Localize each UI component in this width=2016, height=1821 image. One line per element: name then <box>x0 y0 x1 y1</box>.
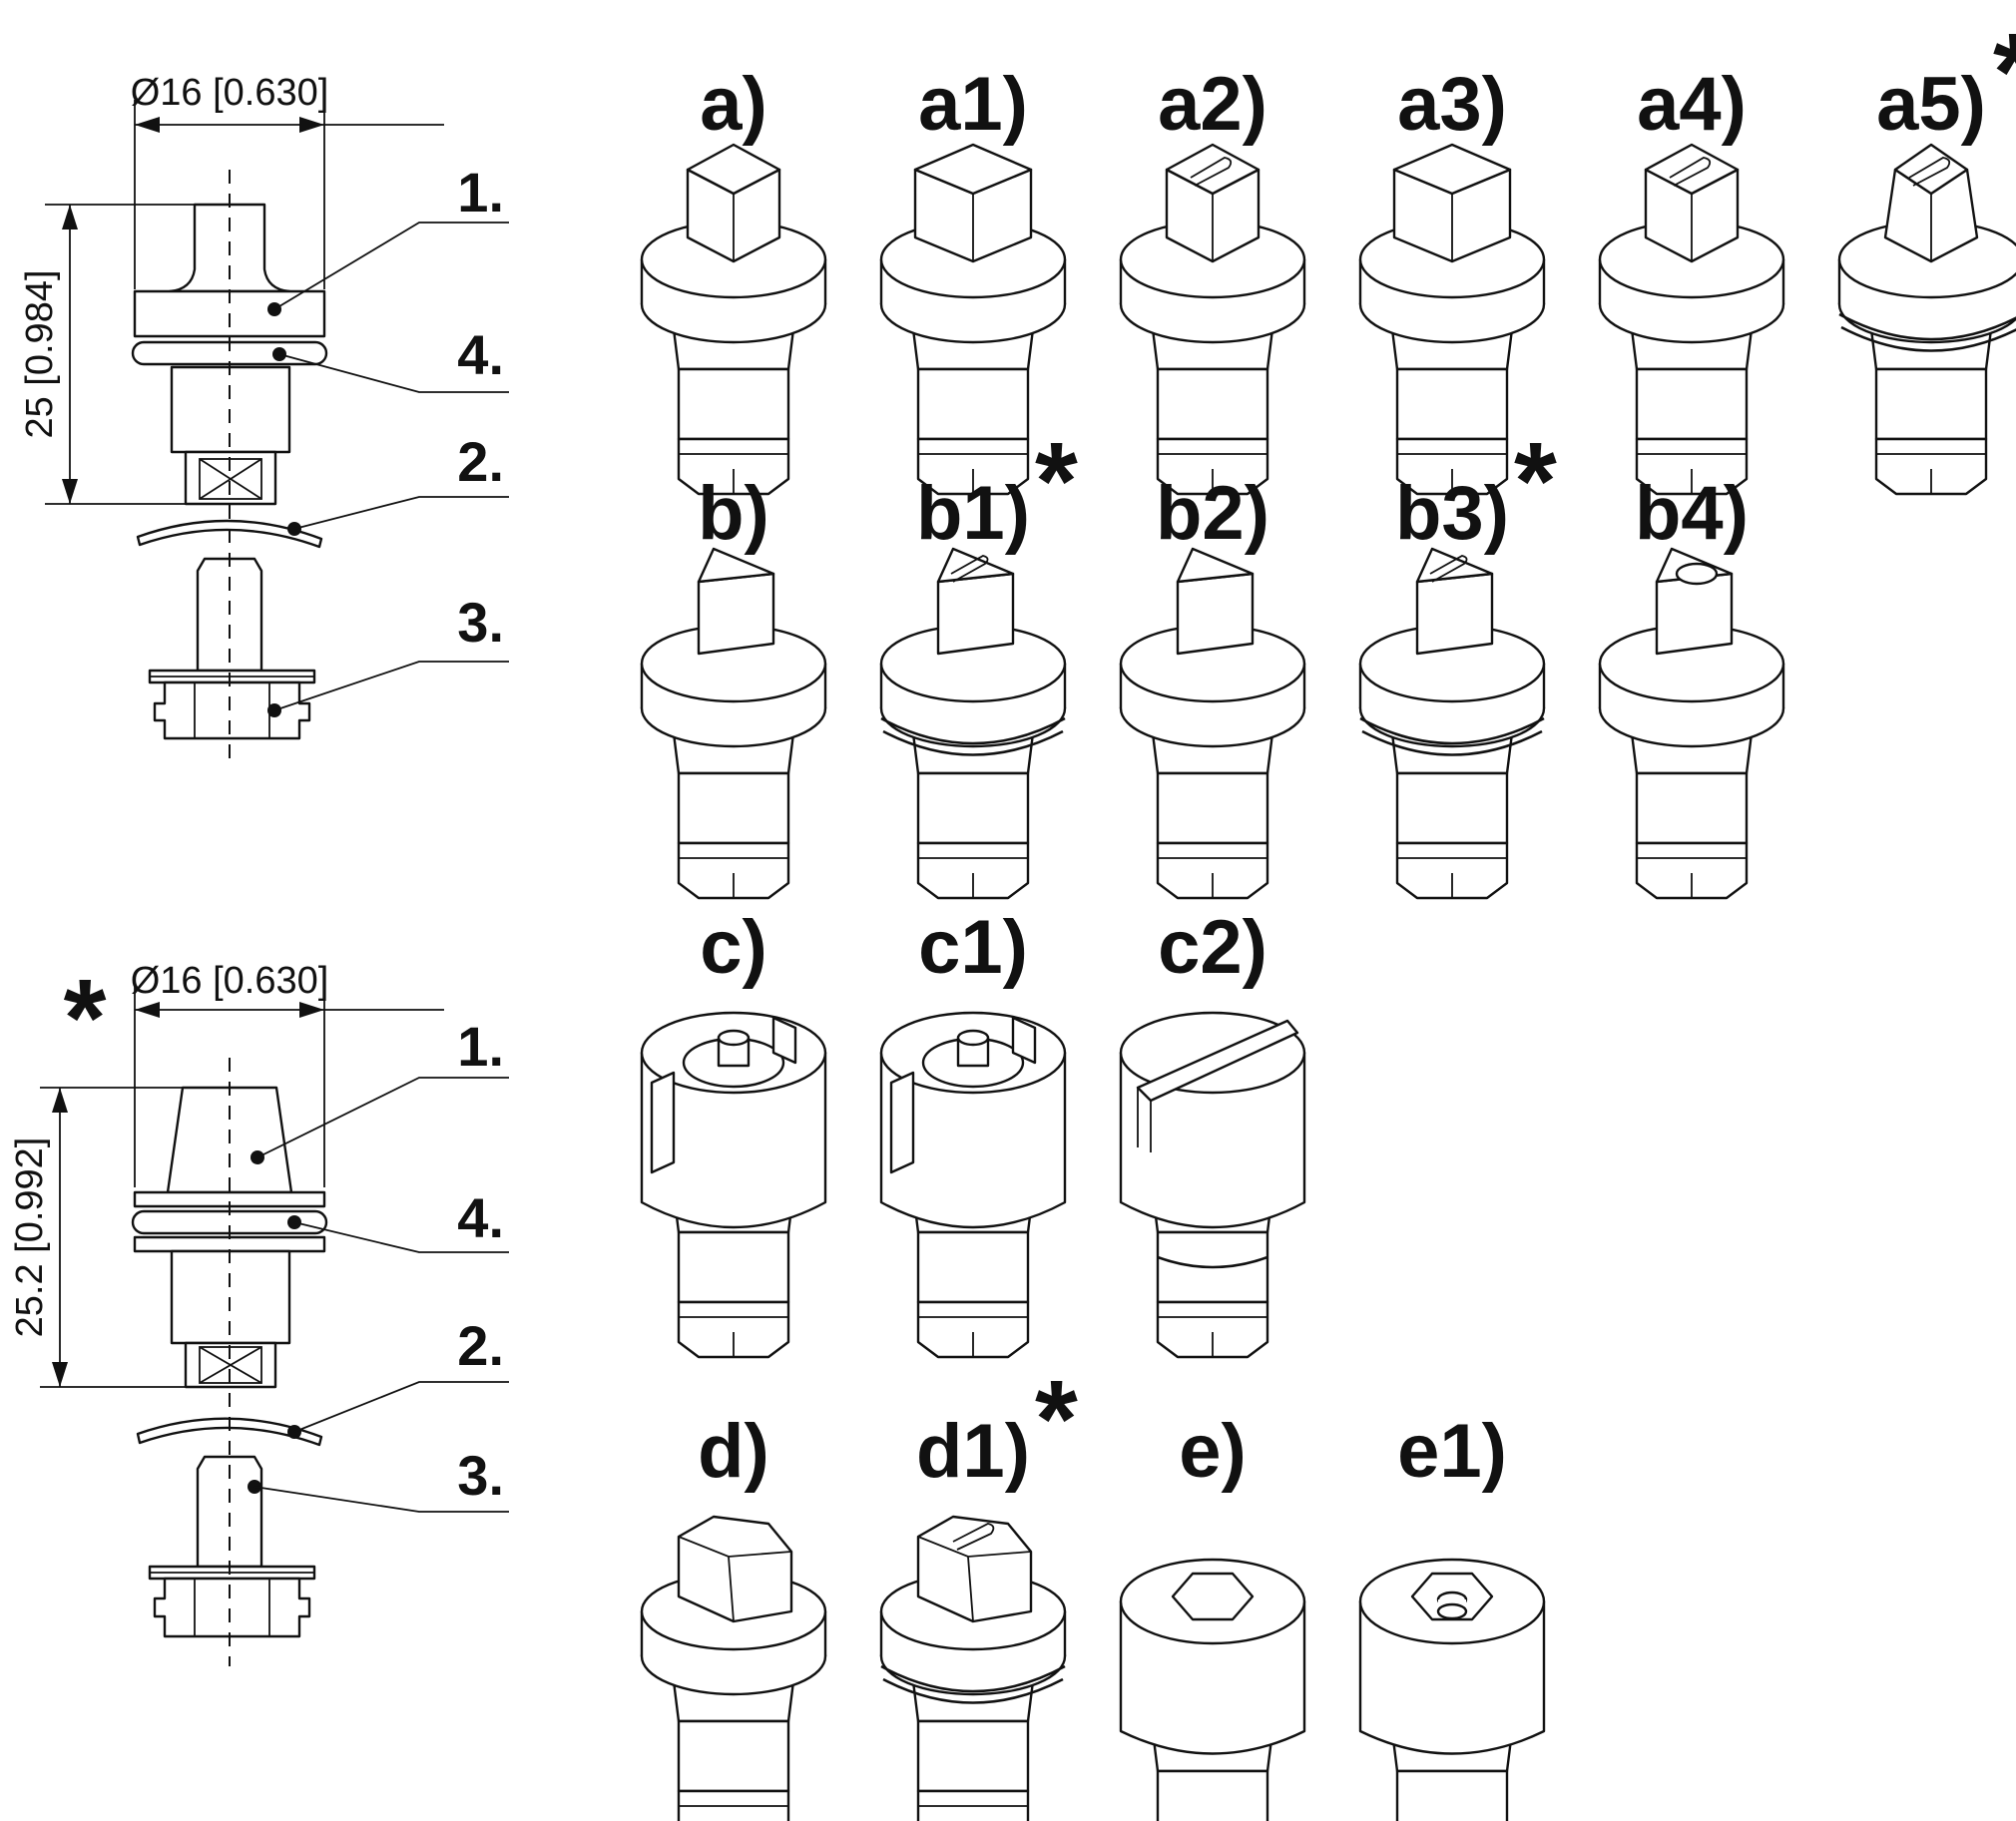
variant-drawing <box>1598 547 1785 900</box>
variant-drawing <box>1119 143 1306 496</box>
variant-drawing <box>1119 1011 1306 1359</box>
upper-height-label: 25 [0.984] <box>19 269 61 438</box>
lower-diameter-label: Ø16 [0.630] <box>131 960 329 1002</box>
variant-drawing <box>1358 1558 1546 1821</box>
variant-c: c) <box>640 905 827 1359</box>
variant-label: a3) <box>1397 62 1507 147</box>
variant-drawing <box>1119 547 1306 900</box>
variant-drawing <box>1598 143 1785 496</box>
upper-plug <box>131 170 328 768</box>
variant-d: d) <box>640 1409 827 1821</box>
variant-star-mark: * <box>1035 420 1078 543</box>
upper-diameter-label: Ø16 [0.630] <box>131 72 329 114</box>
lower-plug <box>131 1058 328 1666</box>
variant-c2: c2) <box>1119 905 1306 1359</box>
variant-label: a1) <box>918 62 1028 147</box>
variant-label: a) <box>700 62 767 147</box>
variant-star-mark: * <box>1993 11 2016 134</box>
variant-drawing <box>879 143 1067 496</box>
lower-callout-1: 1. <box>457 1015 504 1078</box>
variant-d1: d1)* <box>879 1358 1078 1821</box>
lower-callout-2: 2. <box>457 1314 504 1377</box>
variant-drawing <box>1358 143 1546 496</box>
variant-label: c1) <box>918 905 1028 990</box>
upper-height-dimension: 25 [0.984] <box>19 204 200 505</box>
variant-b1: b1)* <box>879 420 1078 900</box>
variant-e1: e1) <box>1358 1409 1546 1821</box>
lower-star-mark: * <box>64 957 107 1080</box>
lower-height-dimension: 25.2 [0.992] <box>9 1087 185 1388</box>
variant-label: d1) <box>916 1409 1030 1494</box>
variant-drawing <box>1837 143 2016 496</box>
upper-callout-3: 3. <box>457 591 504 654</box>
lower-callout-3: 3. <box>457 1444 504 1507</box>
upper-leaders <box>267 222 509 717</box>
variant-label: c2) <box>1158 905 1267 990</box>
variant-b: b) <box>640 471 827 900</box>
variant-drawing <box>879 547 1067 900</box>
variant-drawing <box>640 1011 827 1359</box>
upper-diameter-dimension: Ø16 [0.630] <box>131 72 444 289</box>
variant-grid: a)a1)a2)a3)a4)a5)*b)b1)*b2)b3)*b4)c)c1)c… <box>640 11 2016 1821</box>
variant-label: b) <box>698 471 769 556</box>
variant-a1: a1) <box>879 62 1067 496</box>
variant-c1: c1) <box>879 905 1067 1359</box>
variant-drawing <box>640 143 827 496</box>
variant-label: e) <box>1179 1409 1247 1494</box>
variant-drawing <box>879 1011 1067 1359</box>
variant-label: b3) <box>1395 471 1509 556</box>
variant-drawing <box>1119 1558 1306 1821</box>
variant-b2: b2) <box>1119 471 1306 900</box>
lower-diameter-dimension: Ø16 [0.630] <box>131 960 444 1187</box>
variant-label: b4) <box>1635 471 1749 556</box>
variant-drawing <box>640 1515 827 1821</box>
upper-callout-2: 2. <box>457 430 504 493</box>
variant-label: a2) <box>1158 62 1267 147</box>
lower-leaders <box>248 1077 509 1513</box>
variant-drawing <box>1358 547 1546 900</box>
variant-e: e) <box>1119 1409 1306 1821</box>
upper-callout-1: 1. <box>457 161 504 224</box>
variant-label: e1) <box>1397 1409 1507 1494</box>
variant-drawing <box>879 1515 1067 1821</box>
variant-star-mark: * <box>1514 420 1557 543</box>
variant-a5: a5)* <box>1837 11 2016 496</box>
variant-a3: a3) <box>1358 62 1546 496</box>
variant-b4: b4) <box>1598 471 1785 900</box>
variant-a: a) <box>640 62 827 496</box>
variant-drawing <box>640 547 827 900</box>
variant-a2: a2) <box>1119 62 1306 496</box>
variant-label: a5) <box>1876 62 1986 147</box>
variant-label: a4) <box>1637 62 1747 147</box>
variant-label: d) <box>698 1409 769 1494</box>
lower-technical-drawing: * Ø16 [0.630] 25.2 [0.992] <box>9 957 509 1666</box>
variant-star-mark: * <box>1035 1358 1078 1481</box>
upper-callout-4: 4. <box>457 323 504 386</box>
lower-height-label: 25.2 [0.992] <box>9 1138 51 1338</box>
lower-callout-4: 4. <box>457 1186 504 1249</box>
upper-technical-drawing: Ø16 [0.630] 25 [0.984] <box>19 72 509 768</box>
variant-label: b2) <box>1156 471 1269 556</box>
variant-a4: a4) <box>1598 62 1785 496</box>
variant-label: b1) <box>916 471 1030 556</box>
variant-label: c) <box>700 905 767 990</box>
variant-b3: b3)* <box>1358 420 1557 900</box>
